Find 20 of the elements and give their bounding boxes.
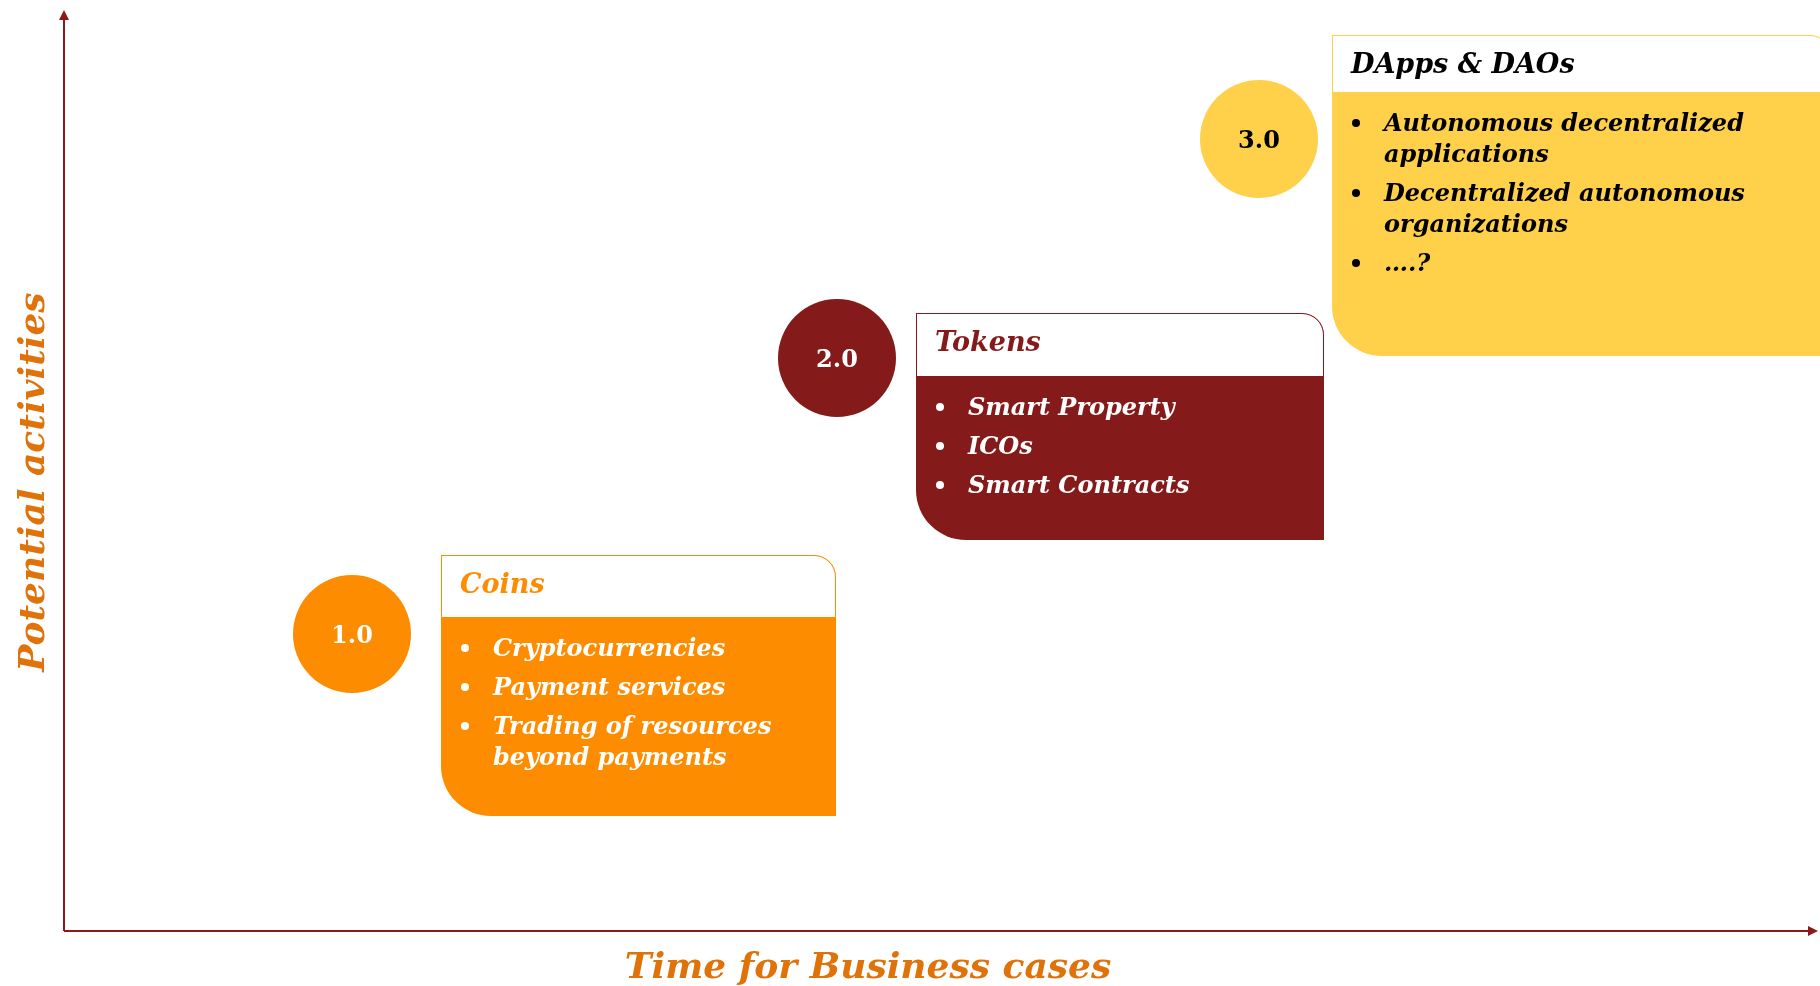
- axis-title: Time for Business cases: [624, 944, 1112, 986]
- bullet-text: Smart Contracts: [968, 470, 1190, 499]
- info-card: [441, 555, 836, 816]
- card-heading: Tokens: [916, 313, 1324, 377]
- bullet-text: Payment services: [493, 672, 726, 701]
- bullet-text: Decentralized autonomous organizations: [1384, 178, 1745, 238]
- axis-title: Potential activities: [10, 292, 52, 672]
- version-number: 2.0: [816, 343, 858, 373]
- bullet-text: ….?: [1384, 248, 1431, 277]
- card-heading: Coins: [441, 555, 836, 618]
- version-number: 3.0: [1238, 124, 1280, 154]
- bullet-text: ICOs: [968, 431, 1033, 460]
- card-heading: DApps & DAOs: [1332, 35, 1820, 93]
- bullet-text: Smart Property: [968, 392, 1175, 421]
- info-card: [916, 313, 1324, 540]
- info-card: [1332, 35, 1820, 356]
- version-number: 1.0: [331, 619, 373, 649]
- bullet-text: Trading of resources beyond payments: [493, 711, 772, 771]
- bullet-text: Autonomous decentralized applications: [1384, 108, 1744, 168]
- bullet-text: Cryptocurrencies: [493, 633, 726, 662]
